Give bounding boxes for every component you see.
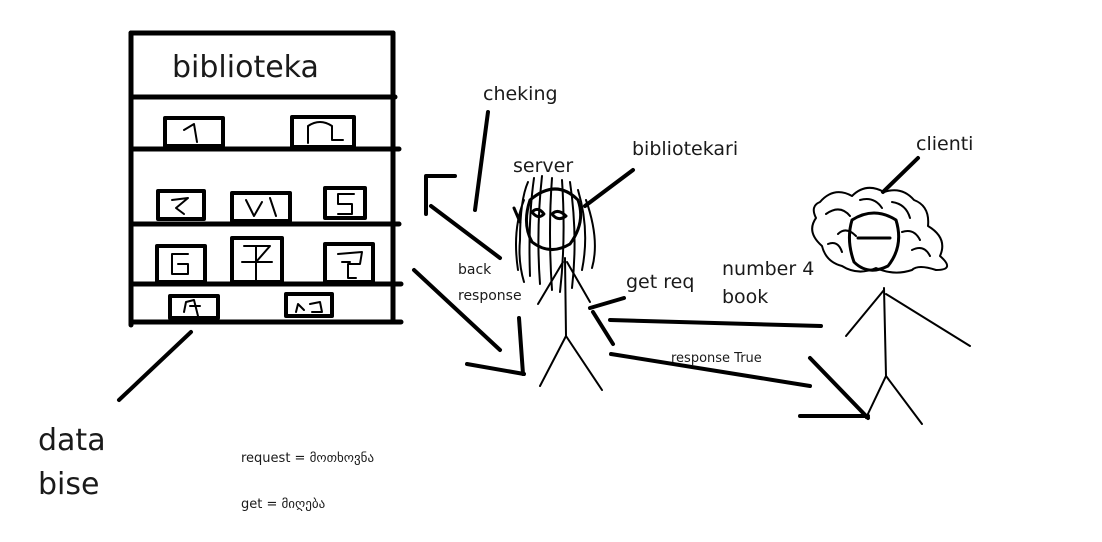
book-4: [230, 191, 292, 223]
server-label: server: [513, 155, 573, 177]
book-8: [323, 242, 375, 284]
database-label-line2: bise: [38, 467, 99, 502]
server-figure: [512, 175, 603, 391]
library-title: biblioteka: [172, 50, 319, 85]
book-9: [168, 294, 220, 320]
get-req-label: get req: [626, 271, 694, 293]
book-2: [290, 115, 356, 149]
books: [155, 115, 375, 320]
number4-book-label-line2: book: [722, 286, 768, 308]
librarian-label: bibliotekari: [632, 138, 738, 160]
checking-arrow: [424, 174, 502, 260]
book-6: [155, 244, 207, 284]
checking-label: cheking: [483, 83, 558, 105]
client-pointer: [881, 156, 920, 194]
number4-book-label-line1: number 4: [722, 258, 814, 280]
book-5: [323, 186, 367, 220]
back-response-label-line2: response: [458, 288, 522, 304]
client-figure: [811, 186, 971, 425]
back-response-arrow: [412, 268, 526, 376]
book-7: [230, 236, 284, 284]
book-3: [156, 189, 206, 221]
client-label: clienti: [916, 133, 973, 155]
book-10: [284, 292, 334, 318]
back-response-label-line1: back: [458, 262, 492, 278]
database-label-line1: data: [38, 423, 106, 458]
legend-get: get = მიღება: [241, 497, 325, 512]
response-true-arrow: [609, 352, 870, 420]
librarian-pointer: [583, 168, 635, 208]
legend-request: request = მოთხოვნა: [241, 451, 374, 466]
checking-pointer: [473, 110, 490, 212]
response-true-label: response True: [671, 351, 762, 366]
book-1: [163, 116, 225, 148]
database-pointer: [117, 330, 193, 402]
get-request-arrow: [588, 296, 823, 346]
